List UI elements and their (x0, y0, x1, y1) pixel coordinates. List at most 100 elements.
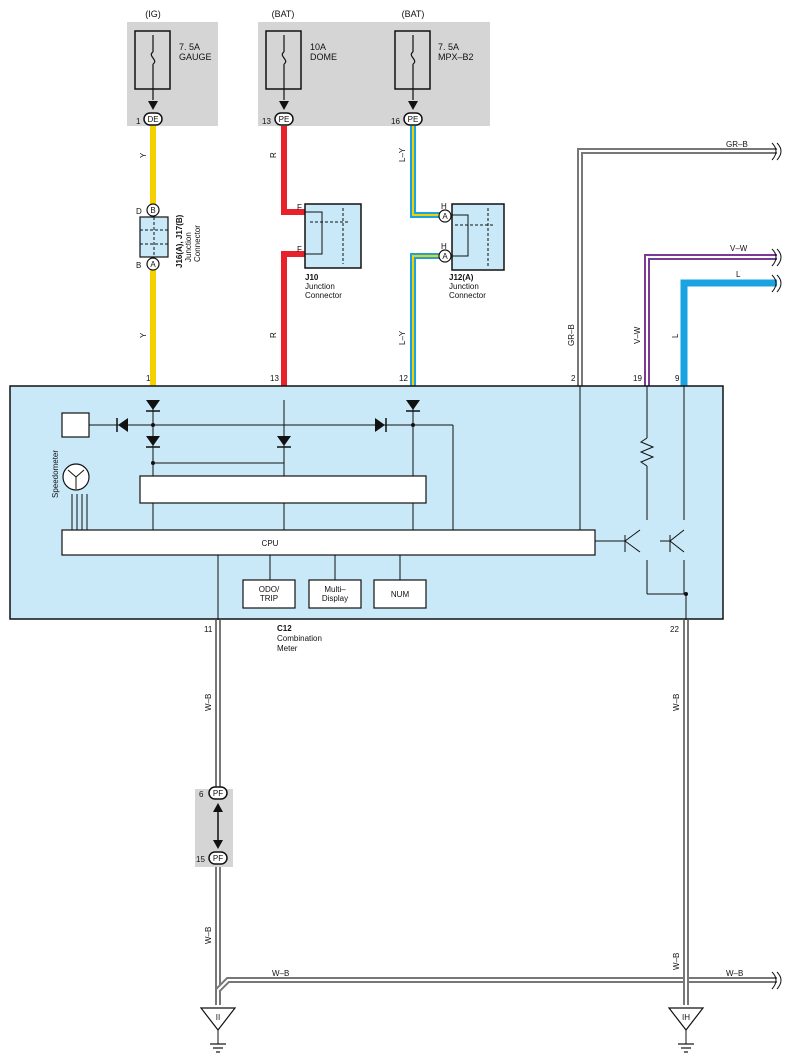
svg-text:Junction: Junction (305, 282, 335, 291)
wire-end-icon (771, 274, 782, 293)
diode-icon (375, 418, 387, 432)
fuse-gauge-icon (150, 35, 156, 100)
fuse-mpx-name: MPX–B2 (438, 52, 474, 62)
multi-display-block (308, 579, 362, 609)
svg-text:PE: PE (408, 115, 419, 124)
wire-label-grb: GR–B (567, 324, 576, 346)
svg-text:II: II (216, 1013, 220, 1022)
fuse-dome-supply: (BAT) (272, 9, 295, 19)
wire-wb-horizontal (215, 977, 777, 993)
fuse-gauge-name: GAUGE (179, 52, 212, 62)
junction-j16-j17: D B B A J16(A), J17(B) Junction Connecto… (136, 203, 202, 271)
svg-text:Connector: Connector (449, 291, 486, 300)
cpu-block (61, 529, 596, 556)
ground-ii-icon: II (199, 1007, 237, 1053)
diode-icon (406, 400, 420, 412)
indicator-square (61, 412, 90, 438)
wire-label-grb: GR–B (726, 140, 748, 149)
fuse-block-gauge (127, 22, 218, 126)
fuse-gauge-rating: 7. 5A (179, 42, 200, 52)
meter-pin-9: 9 (675, 374, 680, 383)
wire-label-wb: W–B (272, 969, 289, 978)
wire-l (680, 279, 777, 386)
fuse-mpx-supply: (BAT) (402, 9, 425, 19)
fuse-dome-icon (281, 35, 287, 100)
connector-pe-mpx: 16 PE (391, 112, 423, 126)
svg-text:Junction: Junction (449, 282, 479, 291)
meter-name-2: Meter (277, 644, 298, 653)
diode-icon (116, 418, 128, 432)
wire-label-r: R (269, 332, 278, 338)
fuse-gauge-supply: (IG) (145, 9, 161, 19)
ground-ih-icon: IH (667, 1007, 705, 1053)
meter-pin-19: 19 (633, 374, 642, 383)
svg-text:D: D (136, 207, 142, 216)
svg-text:F: F (297, 245, 302, 254)
meter-pin-13: 13 (270, 374, 279, 383)
wire-label-y: Y (139, 332, 148, 338)
odo-trip-block (242, 579, 296, 609)
svg-text:H: H (441, 202, 447, 211)
wire-end-icon (771, 248, 782, 267)
svg-text:1: 1 (136, 117, 141, 126)
svg-text:15: 15 (196, 855, 205, 864)
wire-ly-lower (410, 253, 440, 400)
diode-icon (277, 436, 291, 448)
fuse-dome-rating: 10A (310, 42, 326, 52)
meter-pin-1: 1 (146, 374, 151, 383)
fuse-dome-name: DOME (310, 52, 337, 62)
svg-text:H: H (441, 242, 447, 251)
fuse-mpx-icon (410, 35, 416, 100)
wire-vw (644, 254, 777, 386)
wire-label-ly: L–Y (398, 330, 407, 345)
wire-label-l: L (736, 270, 741, 279)
wire-label-wb: W–B (672, 694, 681, 711)
svg-text:PF: PF (213, 789, 223, 798)
multi-label-2: Display (322, 594, 348, 603)
arrow-down-icon (148, 101, 158, 110)
wire-label-l: L (671, 333, 680, 338)
svg-text:Junction: Junction (184, 232, 193, 262)
svg-text:PF: PF (213, 854, 223, 863)
wire-label-y: Y (139, 152, 148, 158)
num-label: NUM (391, 590, 410, 599)
wire-label-vw: V–W (633, 326, 642, 344)
speedometer-label: Speedometer (51, 450, 60, 498)
meter-code: C12 (277, 624, 292, 633)
meter-bus-bar (139, 475, 427, 504)
odo-label-1: ODO/ (259, 585, 280, 594)
connector-pf: 6 PF 15 PF (196, 786, 228, 865)
num-block (373, 579, 427, 609)
meter-internal-circuit (71, 386, 687, 620)
wire-label-wb: W–B (726, 969, 743, 978)
wire-label-r: R (269, 152, 278, 158)
svg-text:DE: DE (147, 115, 158, 124)
wire-end-icon (771, 971, 782, 990)
svg-text:A: A (150, 260, 156, 269)
svg-text:A: A (442, 252, 448, 261)
wire-red-lower (281, 251, 305, 400)
svg-text:A: A (442, 212, 448, 221)
wire-label-vw: V–W (730, 244, 748, 253)
cpu-label: CPU (262, 539, 279, 548)
svg-text:Connector: Connector (193, 225, 202, 262)
wire-red-upper (281, 126, 305, 215)
meter-pin-12: 12 (399, 374, 408, 383)
odo-label-2: TRIP (260, 594, 278, 603)
arrow-down-icon (279, 101, 289, 110)
meter-pin-22: 22 (670, 625, 679, 634)
svg-text:J12(A): J12(A) (449, 273, 474, 282)
diode-icon (146, 400, 160, 412)
svg-text:16: 16 (391, 117, 400, 126)
connector-pe-dome: 13 PE (262, 112, 294, 126)
svg-text:B: B (150, 206, 155, 215)
wire-label-wb: W–B (204, 694, 213, 711)
wire-ly-upper (410, 126, 440, 218)
svg-text:Connector: Connector (305, 291, 342, 300)
svg-text:IH: IH (682, 1013, 690, 1022)
svg-text:F: F (297, 203, 302, 212)
wire-end-icon (771, 142, 782, 161)
meter-pin-2: 2 (571, 374, 576, 383)
